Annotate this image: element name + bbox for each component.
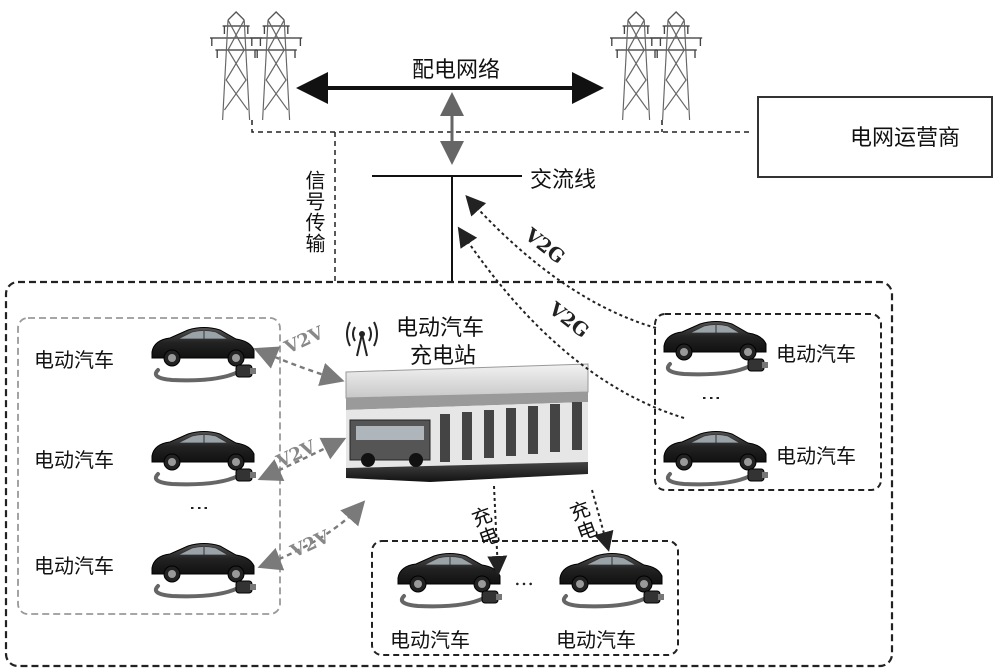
- distribution-network-label: 配电网络: [412, 58, 501, 83]
- signal-dashed-bus: [251, 120, 752, 282]
- right-car-label-2: 电动汽车: [776, 444, 856, 468]
- charge-arrow-2: [591, 489, 614, 552]
- bottom-car-label-2: 电动汽车: [556, 628, 636, 652]
- car-left-2-icon: [150, 429, 258, 487]
- left-vehicle-group: [17, 317, 281, 615]
- power-tower-left-icon: [209, 11, 303, 121]
- v2v-arrow-3: [257, 500, 366, 571]
- car-left-1-icon: [150, 325, 258, 383]
- car-right-2-icon: [662, 429, 770, 487]
- charge-arrow-1: [487, 485, 508, 576]
- ac-line-label: 交流线: [530, 168, 597, 193]
- grid-operator-box: [757, 96, 993, 178]
- station-title-line2: 充电站: [410, 344, 477, 369]
- wireless-signal-icon: [346, 321, 378, 357]
- charging-station-image: [345, 363, 589, 482]
- right-car-label-1: 电动汽车: [776, 342, 856, 366]
- power-tower-right-icon: [609, 11, 703, 121]
- right-vertical-ellipsis: ⋮: [700, 388, 724, 410]
- right-vehicle-group: [654, 313, 882, 491]
- station-title-line1: 电动汽车: [396, 316, 485, 341]
- grid-operator-label: 电网运营商: [850, 126, 961, 151]
- car-right-1-icon: [662, 319, 770, 377]
- left-car-label-2: 电动汽车: [34, 448, 114, 472]
- charging-system-boundary: [4, 280, 894, 668]
- car-left-3-icon: [150, 541, 258, 599]
- v2g-arrow-2: [457, 226, 685, 419]
- left-vertical-ellipsis: ⋮: [188, 498, 212, 520]
- v2v-arrow-2: [257, 437, 347, 481]
- bottom-ellipsis: …: [514, 566, 536, 590]
- v2g-arrow-1: [465, 195, 657, 329]
- car-bottom-1-icon: [396, 551, 504, 609]
- signal-transmission-label: 信号传输: [302, 170, 326, 254]
- bottom-car-label-1: 电动汽车: [390, 628, 470, 652]
- left-car-label-3: 电动汽车: [34, 554, 114, 578]
- bottom-vehicle-group: [371, 540, 679, 656]
- left-car-label-1: 电动汽车: [34, 348, 114, 372]
- car-bottom-2-icon: [558, 551, 666, 609]
